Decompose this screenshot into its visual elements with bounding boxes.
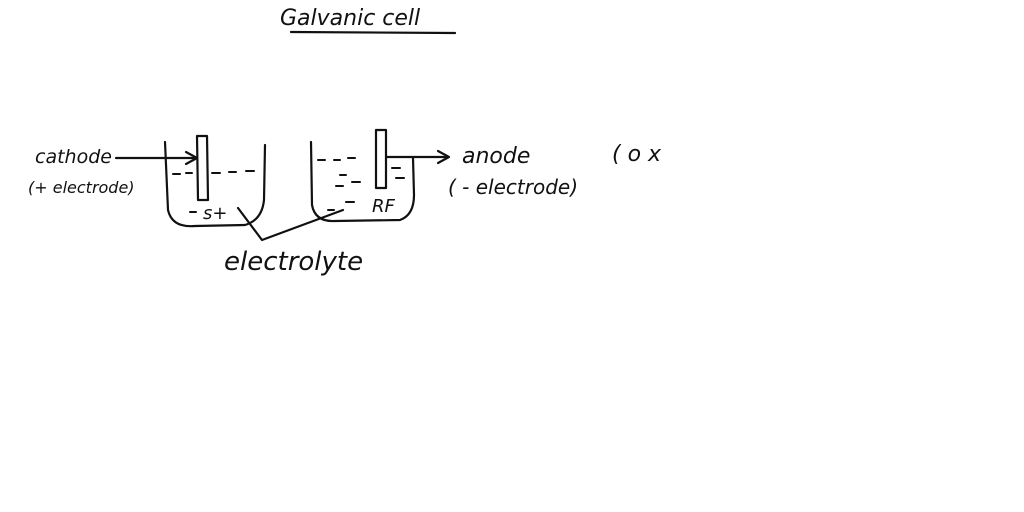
electrolyte-pointer: [236, 206, 345, 242]
title-underline: [289, 30, 457, 35]
cathode-arrowhead: [184, 150, 199, 166]
right-electrode-label: RF: [372, 196, 396, 217]
right-beaker: [309, 140, 416, 223]
anode-label: anode: [462, 144, 530, 169]
cathode-label: cathode: [35, 146, 112, 168]
electrolyte-label: electrolyte: [224, 247, 363, 277]
anode-note-label: ( o x: [612, 142, 662, 167]
left-beaker: [163, 140, 267, 228]
anode-sign-label: ( - electrode): [448, 175, 578, 199]
diagram-title: Galvanic cell: [280, 6, 420, 31]
anode-arrowhead: [436, 149, 451, 165]
right-electrode: [374, 128, 388, 190]
left-electrode: [195, 134, 210, 202]
left-electrode-label: s+: [203, 203, 227, 224]
cathode-sign-label: (+ electrode): [28, 178, 135, 197]
left-electrolyte-surface: [172, 170, 255, 213]
right-electrolyte-surface: [317, 157, 405, 211]
